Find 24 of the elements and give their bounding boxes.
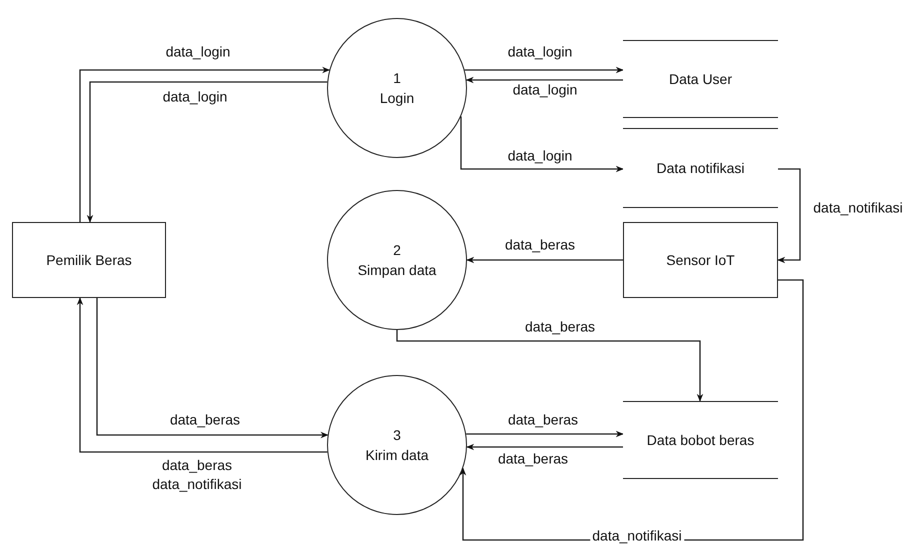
arrow xyxy=(466,76,623,84)
arrow xyxy=(96,298,329,438)
arrow xyxy=(464,66,624,74)
node-label: Data notifikasi xyxy=(656,159,744,178)
node-label: Data User xyxy=(668,70,732,89)
node-label: Kirim data xyxy=(365,446,429,465)
process-number: 3 xyxy=(393,426,401,445)
external-entity-box xyxy=(12,222,166,298)
node-label: Login xyxy=(380,89,414,108)
arrow xyxy=(76,297,328,453)
arrow xyxy=(777,168,801,264)
process-number: 2 xyxy=(393,241,401,260)
external-entity-box xyxy=(623,222,778,298)
node-label: Sensor IoT xyxy=(666,251,735,270)
node-label: Data bobot beras xyxy=(646,431,754,450)
arrow xyxy=(466,430,624,438)
node-label: Pemilik Beras xyxy=(46,251,132,270)
edge-label: data_login xyxy=(510,80,580,100)
arrow xyxy=(466,256,623,264)
process-number: 1 xyxy=(393,69,401,88)
arrow xyxy=(466,444,623,450)
arrow xyxy=(396,330,704,402)
arrow xyxy=(460,116,624,172)
node-label: Simpan data xyxy=(358,261,436,280)
